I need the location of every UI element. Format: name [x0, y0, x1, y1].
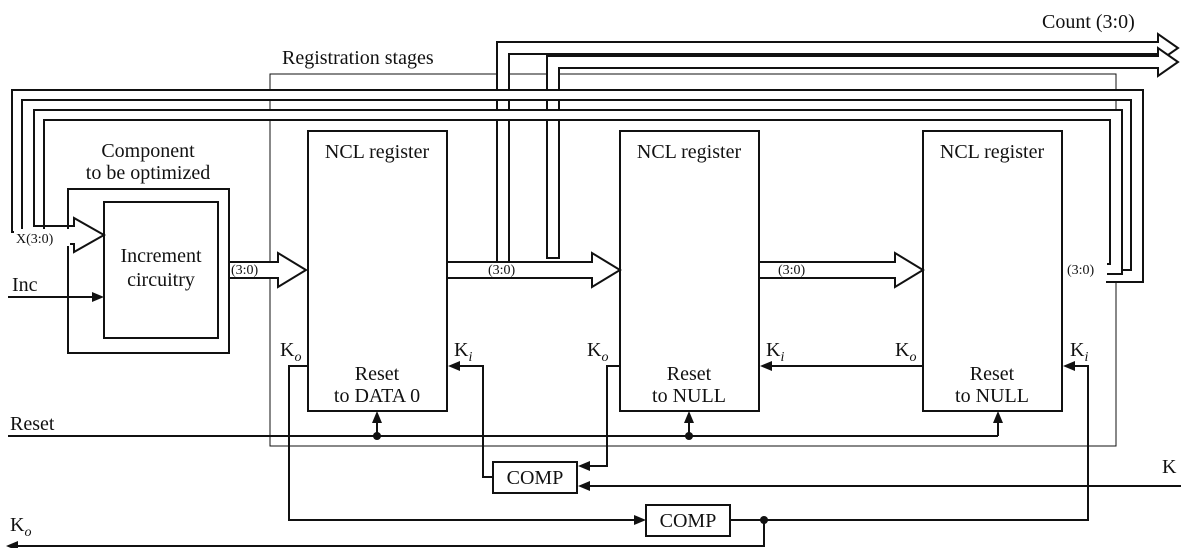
inc-input-label: Inc: [12, 274, 38, 296]
increment-label-1: Increment: [120, 245, 202, 267]
wire-reg1-ko-to-comp2: [288, 365, 646, 525]
bus-label-3: (3:0): [778, 263, 806, 278]
wire-k-input: [578, 481, 1181, 491]
reg1-ki-label: Ki: [454, 339, 472, 365]
bus-reg1-to-reg2: [446, 251, 622, 289]
comp-1-label: COMP: [507, 467, 564, 489]
reg3-ko-label: Ko: [895, 339, 916, 365]
increment-label-2: circuitry: [127, 269, 195, 291]
reset-input-label: Reset: [10, 413, 55, 435]
component-label-1: Component: [101, 140, 195, 162]
ncl-register-1: NCL register Reset to DATA 0: [307, 130, 448, 412]
count-output-bus: [496, 32, 1180, 269]
register-3-reset-2: to NULL: [955, 385, 1029, 407]
registration-stages-label: Registration stages: [282, 47, 434, 69]
component-label-2: to be optimized: [86, 162, 210, 184]
register-3-reset-1: Reset: [970, 363, 1015, 385]
reg2-ko-label: Ko: [587, 339, 608, 365]
wire-reg2-ko-to-comp1: [578, 365, 619, 471]
wire-reg3-ko-to-reg2-ki: [760, 361, 923, 371]
reg2-ki-label: Ki: [766, 339, 784, 365]
register-1-reset-2: to DATA 0: [334, 385, 420, 407]
reset-taps: [372, 411, 1003, 440]
ncl-register-2: NCL register Reset to NULL: [619, 130, 760, 412]
inc-arrow: [92, 292, 104, 302]
bus-label-1: (3:0): [231, 263, 259, 278]
count-output-label: Count (3:0): [1042, 11, 1135, 33]
ko-output-label: Ko: [10, 514, 31, 540]
register-1-reset-1: Reset: [355, 363, 400, 385]
bus-inc-to-reg1: [228, 251, 308, 289]
register-2-title: NCL register: [637, 141, 742, 163]
bus-label-4: (3:0): [1067, 263, 1095, 278]
k-input-label: K: [1162, 456, 1177, 478]
register-2-reset-2: to NULL: [652, 385, 726, 407]
register-1-title: NCL register: [325, 141, 430, 163]
reg3-ki-label: Ki: [1070, 339, 1088, 365]
ncl-register-3: NCL register Reset to NULL: [922, 130, 1063, 412]
increment-circuitry-box: [103, 201, 219, 339]
register-3-title: NCL register: [940, 141, 1045, 163]
bus-label-2: (3:0): [488, 263, 516, 278]
x-input-label: X(3:0): [16, 232, 54, 247]
register-2-reset-1: Reset: [667, 363, 712, 385]
wire-comp1-to-reg1-ki: [448, 361, 493, 478]
reg1-ko-label: Ko: [280, 339, 301, 365]
comp-2-label: COMP: [660, 510, 717, 532]
bus-reg2-to-reg3: [758, 251, 925, 289]
